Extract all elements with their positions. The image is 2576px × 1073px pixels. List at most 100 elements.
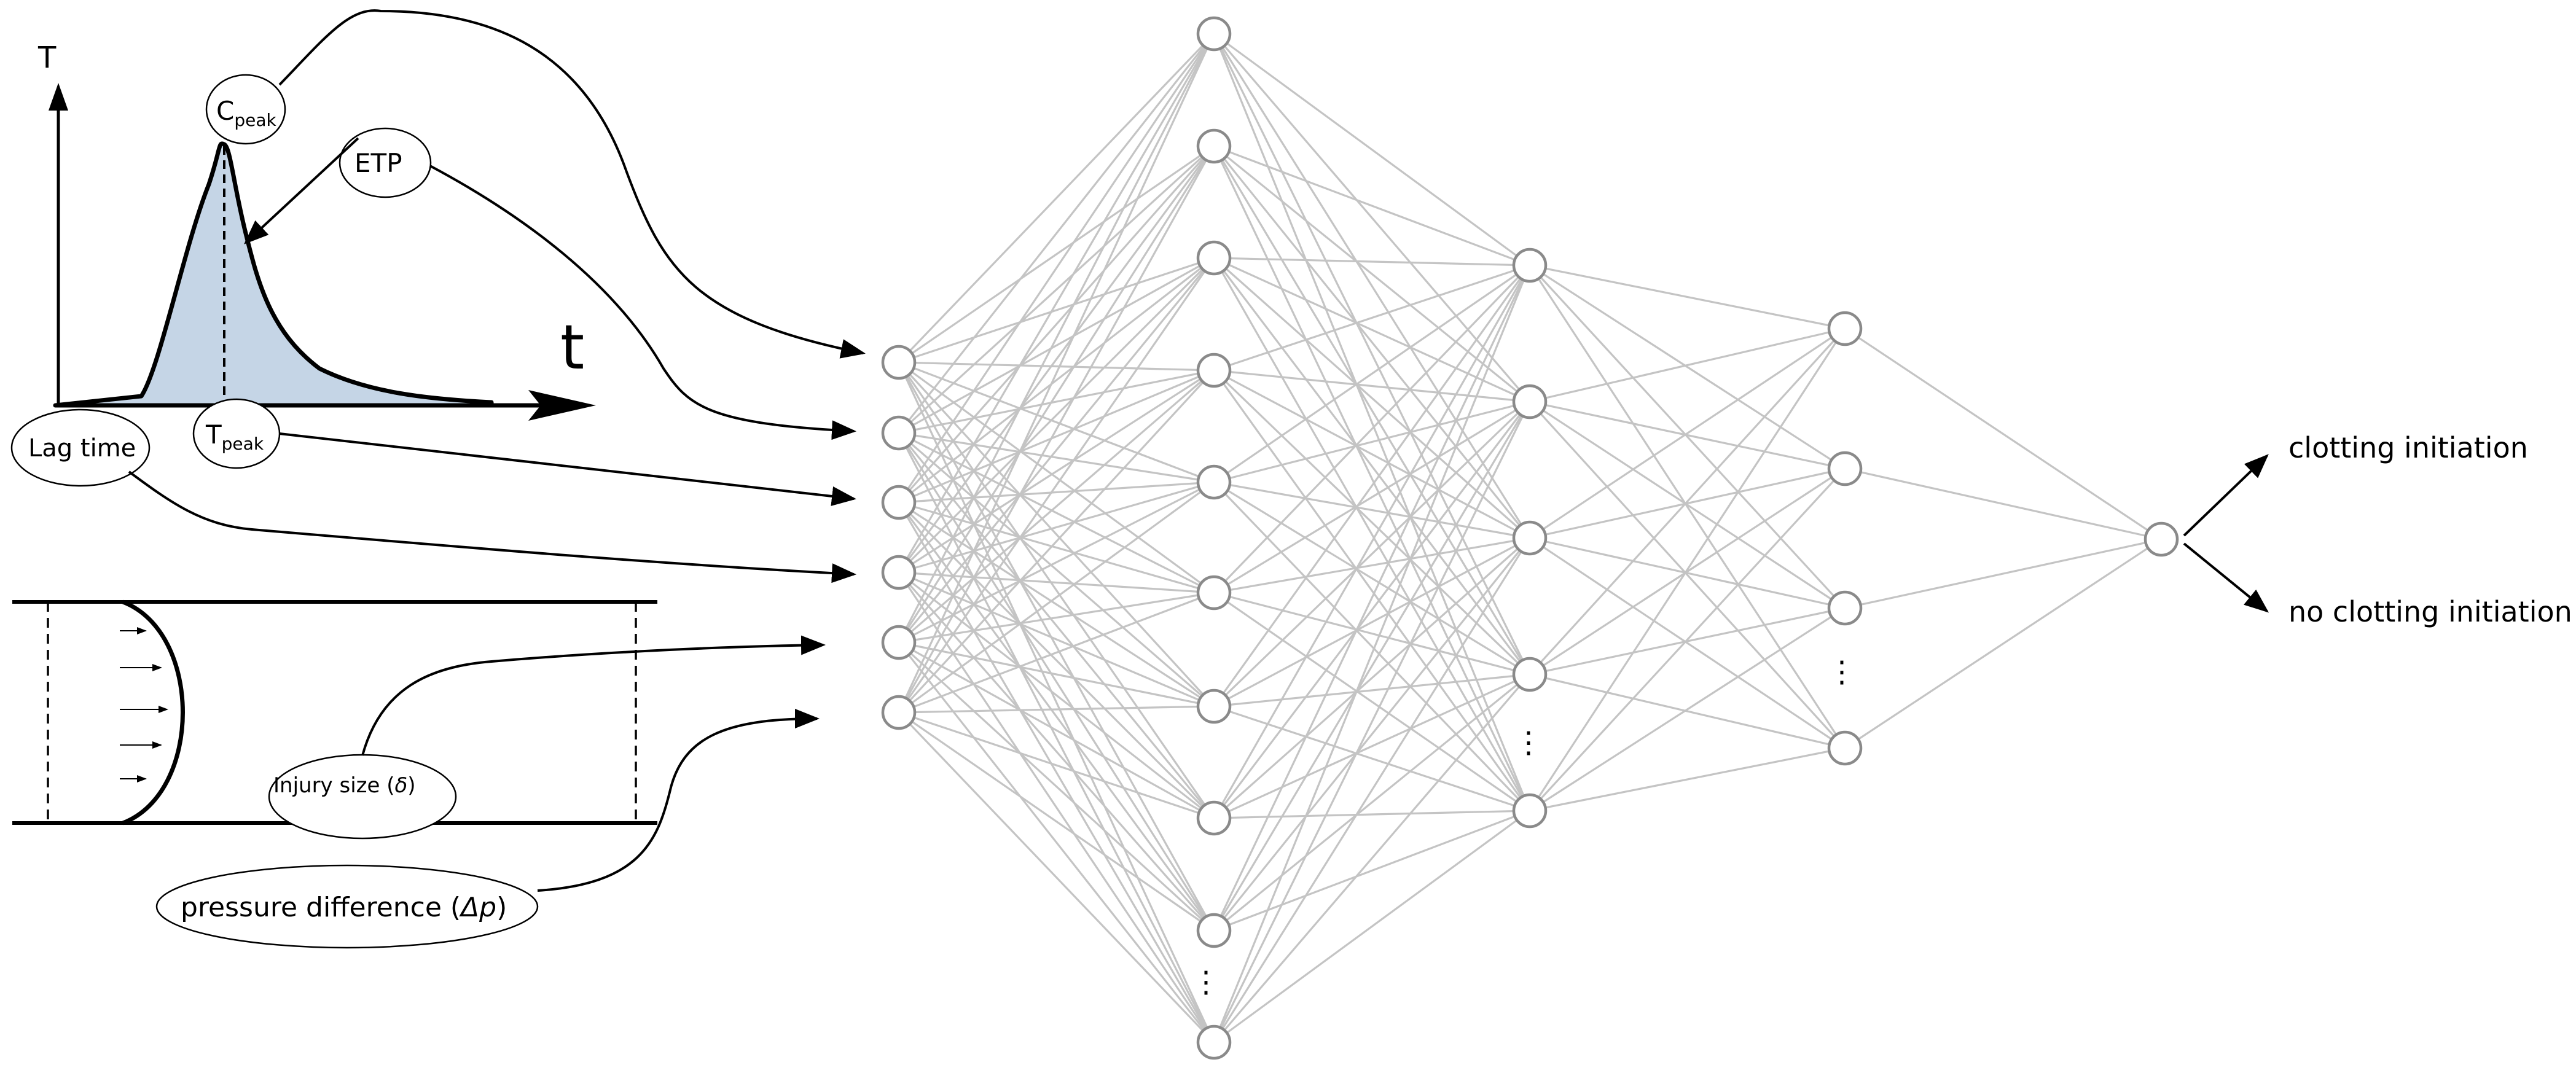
hidden-layer-1-node (1196, 575, 1232, 611)
network-edge (898, 432, 1215, 1043)
network-edge (1213, 481, 1530, 539)
network-edge (898, 502, 1215, 931)
x-axis-arrowhead (528, 390, 596, 421)
output-branches: clotting initiation no clotting initiati… (2183, 431, 2572, 628)
network-edge (898, 146, 1215, 573)
lag-time-label: Lag time (28, 434, 136, 462)
network-edge (1213, 369, 1530, 539)
network-edge (898, 705, 1215, 714)
network-edge (1213, 810, 1530, 1044)
network-edge (898, 33, 1215, 713)
input-node (881, 415, 917, 451)
network-edge (1213, 370, 1531, 811)
network-edge (1213, 537, 1531, 819)
network-edge (898, 257, 1215, 434)
network-edge (1529, 607, 1846, 676)
network-edge (898, 362, 1215, 931)
network-edge (1213, 265, 1531, 1043)
network-edge (898, 145, 1215, 434)
vessel-schematic: Injury size (δ) pressure difference (Δp) (12, 599, 657, 949)
etp-label: ETP (354, 148, 402, 178)
network-edge (1213, 401, 1531, 1043)
velocity-profile (122, 599, 185, 825)
hidden-layer-1-node (1196, 16, 1232, 52)
network-edge (898, 481, 1215, 644)
hidden-layer-2-node (1512, 384, 1548, 419)
network-edge (898, 257, 1215, 504)
network-edge (898, 33, 1215, 573)
network-edge (1213, 265, 1531, 707)
input-node (881, 345, 917, 380)
hidden-layer-1-node (1196, 800, 1232, 836)
injury-size-input-arrow (361, 635, 826, 756)
input-node (881, 695, 917, 730)
network-edge (898, 501, 1215, 594)
hidden-layer-2-node (1512, 248, 1548, 283)
lag-time-bubble (10, 408, 151, 487)
hidden-layer-3-node (1827, 730, 1863, 766)
network-edge (1213, 673, 1531, 1044)
injury-size-label: Injury size (δ) (273, 773, 416, 798)
network-edge (898, 591, 1215, 644)
network-edge (898, 641, 1215, 708)
network-edges (898, 33, 2162, 1044)
hidden-layer-3-node (1827, 590, 1863, 626)
pressure-difference-bubble (155, 864, 539, 949)
hidden-layer-1-node (1196, 1024, 1232, 1060)
network-edge (1529, 400, 1846, 609)
network-edge (1529, 264, 1846, 330)
network-edge (1213, 537, 1531, 932)
output-node (2143, 521, 2179, 557)
etp-pointer-arrow (244, 137, 359, 244)
input-node (881, 555, 917, 590)
network-edge (898, 257, 1215, 713)
thrombin-curve-area (53, 141, 494, 408)
network-edge (1529, 400, 1846, 749)
hidden-layer-1-node (1196, 913, 1232, 948)
network-edge (1213, 369, 1531, 676)
network-edge (1213, 33, 1531, 811)
network-edge (1529, 264, 1846, 609)
network-edge (898, 711, 1215, 1044)
hidden-layer-1-node (1196, 464, 1232, 500)
network-edge (898, 369, 1215, 714)
network-edge (898, 481, 1215, 504)
network-edge (898, 711, 1215, 932)
hidden-layer-3-ellipsis: ⋮ (1827, 655, 1857, 689)
network-edge (1213, 265, 1531, 931)
no-clotting-initiation-label: no clotting initiation (2288, 595, 2572, 628)
network-edge (1529, 537, 1846, 749)
network-edge (1213, 145, 1531, 539)
network-edge (1529, 467, 1846, 539)
feature-arrows (128, 9, 866, 892)
network-edge (898, 257, 1215, 364)
network-edge (1213, 400, 1531, 708)
network-edge (1213, 33, 1530, 267)
network-edge (898, 145, 1215, 364)
pressure-difference-input-arrow (537, 709, 820, 892)
pressure-difference-label: pressure difference (Δp) (181, 892, 507, 923)
network-edge (1529, 607, 1846, 812)
network-edge (1213, 33, 1531, 675)
network-edge (1213, 146, 1531, 675)
network-edge (1844, 538, 2162, 609)
network-edge (898, 641, 1215, 819)
network-edge (1213, 400, 1530, 483)
hidden-layer-3-node (1827, 311, 1863, 346)
network-edge (1213, 481, 1530, 676)
network-edge (898, 146, 1215, 643)
network-edge (898, 711, 1215, 819)
network-edge (898, 571, 1215, 594)
input-node (881, 485, 917, 520)
network-edge (1213, 146, 1531, 811)
network-edge (1844, 327, 2162, 540)
network-edge (898, 432, 1215, 819)
network-edge (898, 572, 1215, 1043)
c-peak-bubble (205, 74, 286, 145)
network-edge (898, 361, 1215, 483)
hidden-layer-1-node (1196, 689, 1232, 724)
network-edge (1213, 264, 1530, 483)
network-edge (1213, 537, 1530, 708)
network-edge (898, 591, 1215, 714)
network-edge (1213, 673, 1531, 932)
